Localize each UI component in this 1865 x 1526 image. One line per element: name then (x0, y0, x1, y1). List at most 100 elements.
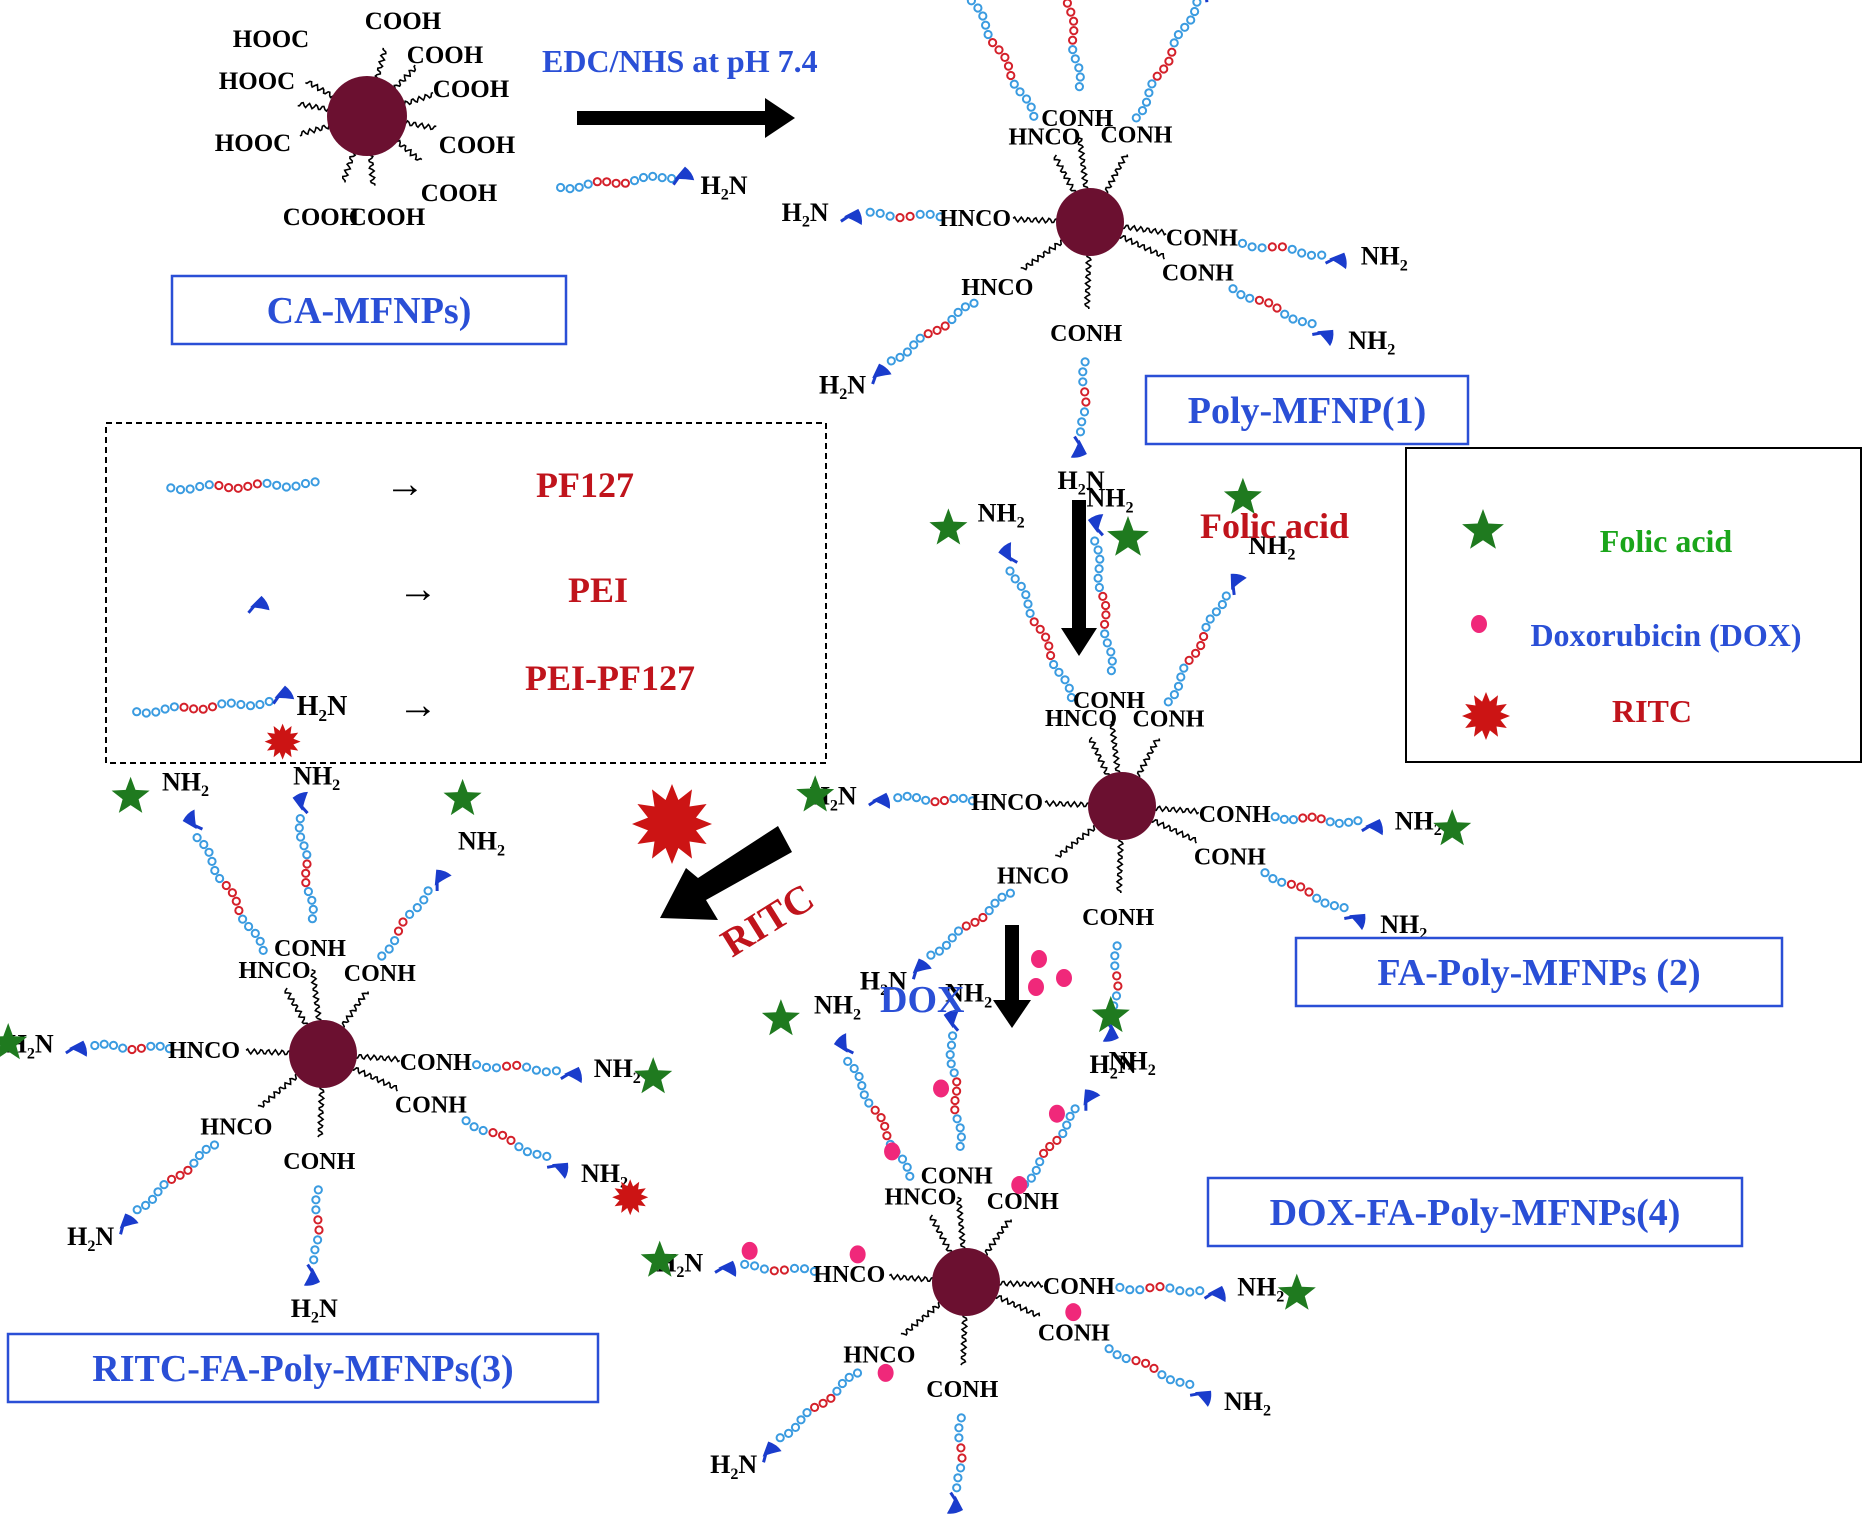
peo-bead (419, 895, 429, 905)
dox-dot-icon (741, 1241, 758, 1260)
peo-bead (1112, 941, 1122, 951)
pei-icon (182, 809, 204, 831)
wavy-linker (366, 151, 376, 186)
ppo-bead (1069, 26, 1079, 36)
peo-bead (667, 173, 677, 184)
peo-bead (750, 1261, 760, 1271)
peo-bead (969, 298, 979, 308)
ppo-bead (1068, 35, 1078, 45)
peo-bead (953, 926, 964, 936)
label-fa-poly-mfnps: FA-Poly-MFNPs (2) (1294, 936, 1784, 1008)
peo-bead (905, 1171, 915, 1181)
peo-bead (195, 481, 205, 492)
peo-bead (958, 793, 968, 804)
folic-acid-star-icon (1433, 809, 1472, 846)
peo-bead (159, 1180, 169, 1190)
peo-bead (902, 1162, 912, 1172)
peo-bead (1237, 238, 1248, 248)
pei-icon (303, 1263, 321, 1286)
label-ca-mfnps: CA-MFNPs) (170, 274, 568, 346)
amine-nh2-label: NH2 (1224, 1387, 1271, 1420)
peo-bead (947, 933, 957, 943)
ppo-bead (895, 213, 905, 223)
ppo-bead (932, 325, 942, 335)
folic-acid-star-icon (1107, 516, 1149, 556)
peo-bead (832, 1386, 842, 1396)
peo-bead (551, 1066, 562, 1076)
dox-dot-icon (877, 1363, 894, 1382)
peo-bead (843, 1056, 853, 1067)
peo-bead (1288, 815, 1299, 825)
peo-bead (412, 903, 422, 913)
hnco-group-label: HNCO (939, 206, 1011, 232)
ppo-bead (301, 878, 311, 888)
peo-bead (1029, 111, 1039, 121)
hnco-group-label: HNCO (200, 1115, 272, 1141)
peo-bead (784, 1428, 794, 1439)
peo-bead (1201, 622, 1211, 632)
peo-bead (147, 1194, 158, 1205)
peo-bead (1297, 317, 1308, 327)
ppo-bead (1006, 70, 1016, 81)
ppo-bead (1167, 47, 1177, 57)
peo-bead (1049, 659, 1059, 670)
peo-bead (1054, 667, 1064, 677)
peo-bead (935, 212, 945, 222)
peo-bead (255, 699, 265, 710)
peo-bead (164, 1044, 174, 1054)
ppo-bead (1164, 56, 1174, 66)
hnco-group-label: HNCO (971, 790, 1043, 816)
peo-bead (864, 1098, 874, 1108)
pei-icon (868, 792, 891, 809)
folic-acid-star-icon (796, 775, 835, 812)
peo-bead (1094, 564, 1104, 574)
peo-bead (1016, 581, 1026, 592)
peo-bead (978, 11, 988, 21)
ppo-bead (1052, 1135, 1062, 1146)
pei-icon (672, 166, 695, 186)
arrow-step-3 (660, 826, 792, 920)
conh-group-label: CONH (395, 1092, 467, 1118)
amine-h2n-label: H2N (782, 198, 829, 231)
pei-icon (1070, 435, 1087, 458)
peo-bead (1125, 1285, 1135, 1295)
peo-bead (295, 814, 305, 824)
ppo-bead (1152, 71, 1162, 81)
peo-bead (542, 1151, 552, 1162)
key-pf127-label: PF127 (536, 465, 634, 505)
ppo-bead (1113, 981, 1123, 991)
peo-bead (638, 172, 649, 183)
amine-nh2-label: NH2 (581, 1159, 628, 1192)
peo-bead (960, 302, 971, 312)
ppo-bead (950, 1105, 960, 1115)
dox-dot-icon (1028, 978, 1044, 996)
peo-bead (209, 1140, 220, 1150)
amine-nh2-label: NH2 (1380, 910, 1427, 943)
peo-bead (384, 944, 394, 954)
peo-bead (1169, 38, 1179, 48)
peo-bead (954, 1433, 964, 1443)
peo-bead (556, 182, 566, 193)
wavy-linker (900, 1296, 948, 1336)
hooc-group-label: HOOC (215, 130, 291, 157)
peo-bead (1147, 79, 1157, 89)
hnco-group-label: HNCO (168, 1038, 240, 1064)
peo-bead (296, 832, 306, 842)
ppo-bead (231, 896, 241, 906)
peo-bead (1297, 248, 1307, 258)
pei-icon (840, 208, 863, 226)
ppo-bead (950, 1095, 960, 1106)
peo-bead (1065, 1111, 1075, 1122)
peo-bead (981, 20, 991, 30)
peo-bead (291, 481, 301, 491)
peo-bead (215, 873, 225, 884)
amine-h2n-label: H2N (700, 171, 747, 204)
cooh-group-label: COOH (421, 180, 498, 207)
peo-bead (1157, 1370, 1167, 1380)
conh-group-label: CONH (1194, 844, 1266, 870)
peo-bead (1334, 818, 1344, 829)
peo-bead (799, 1264, 810, 1274)
ppo-bead (1296, 882, 1306, 892)
folic-acid-star-icon (111, 776, 150, 813)
ppo-bead (1131, 1356, 1141, 1366)
